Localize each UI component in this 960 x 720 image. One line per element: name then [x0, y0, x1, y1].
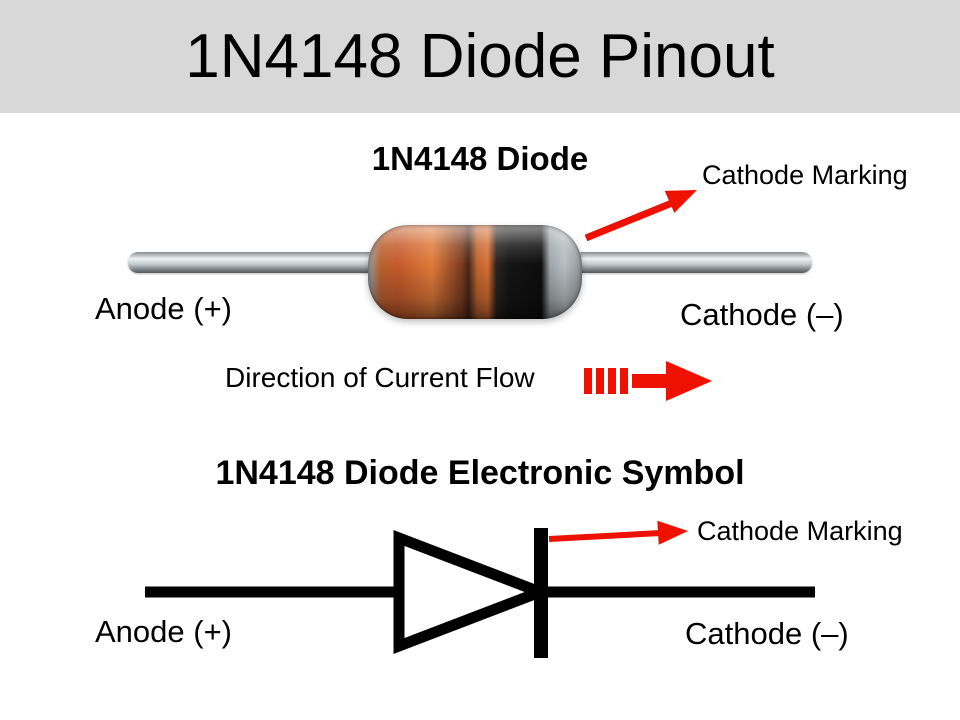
- cathode-lead: [572, 252, 812, 273]
- current-flow-label: Direction of Current Flow: [225, 362, 535, 393]
- diode-body-photo: [368, 225, 582, 319]
- title-bar: 1N4148 Diode Pinout: [0, 0, 960, 113]
- cathode-marking-arrow-icon: [584, 190, 697, 242]
- symbol-cathode-marking-label: Cathode Marking: [697, 516, 903, 546]
- symbol-cathode-marking-arrow-icon: [548, 520, 688, 545]
- current-flow-arrow-icon: [584, 361, 712, 401]
- photo-cathode-marking-label: Cathode Marking: [702, 160, 908, 190]
- page-title: 1N4148 Diode Pinout: [185, 21, 775, 91]
- photo-cathode-label: Cathode (–): [680, 297, 844, 332]
- symbol-anode-label: Anode (+): [95, 614, 233, 649]
- anode-lead: [128, 252, 380, 273]
- photo-section-heading: 1N4148 Diode: [371, 140, 589, 177]
- diode-symbol-drawing: [145, 528, 815, 658]
- photo-anode-label: Anode (+): [95, 291, 233, 326]
- symbol-cathode-label: Cathode (–): [685, 616, 849, 651]
- symbol-section-heading: 1N4148 Diode Electronic Symbol: [215, 454, 745, 492]
